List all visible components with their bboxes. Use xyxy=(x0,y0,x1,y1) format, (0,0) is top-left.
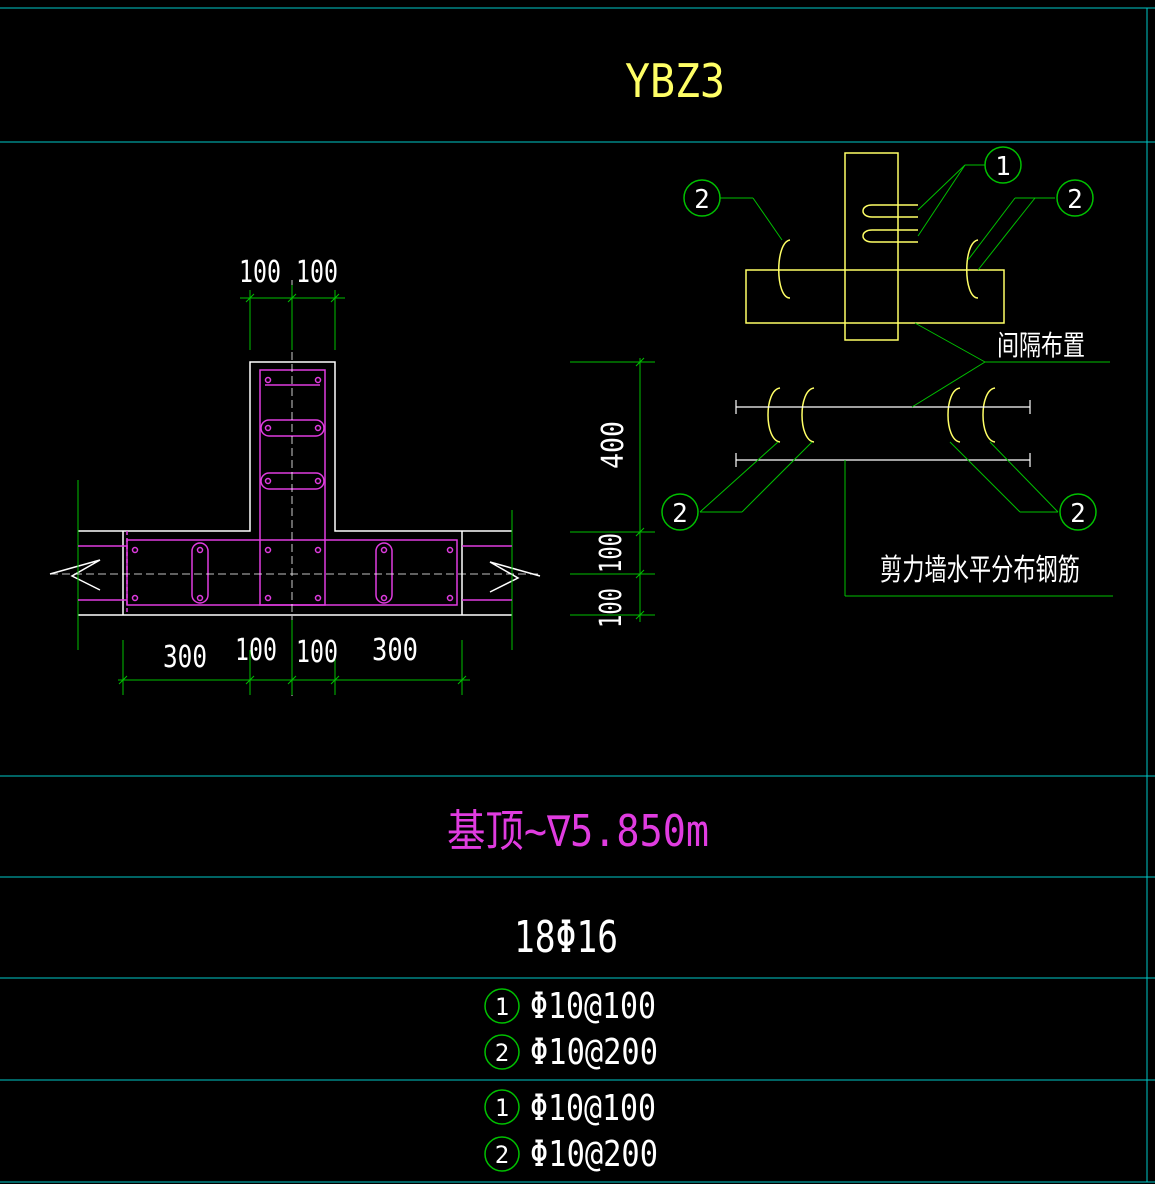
dim-bottom-1: 300 xyxy=(163,640,207,675)
dim-bottom-2: 100 xyxy=(235,633,277,668)
stirrup-2-marker: 2 xyxy=(495,1039,509,1067)
rebar-cage xyxy=(78,369,512,615)
marker-2-left-top: 2 xyxy=(694,185,710,215)
dim-top-right: 100 xyxy=(296,255,338,290)
dimension-top xyxy=(240,285,345,350)
stirrup-3-spec: Φ10@100 xyxy=(530,1088,656,1129)
dim-vertical-100b: 100 xyxy=(594,588,629,628)
stirrup-1-marker: 1 xyxy=(495,993,509,1021)
leader-lines xyxy=(699,164,1113,597)
tie-detail: 2 1 2 2 2 间隔布置 剪力墙水平分布钢筋 xyxy=(661,146,1113,597)
table-frame xyxy=(0,7,1155,1183)
elevation-label: 基顶~∇5.850m xyxy=(447,806,709,857)
marker-2-right-top: 2 xyxy=(1067,185,1083,215)
marker-1-top: 1 xyxy=(995,152,1011,182)
stirrup-1-spec: Φ10@100 xyxy=(530,986,656,1027)
dim-vertical-100a: 100 xyxy=(594,533,629,573)
stirrup-2-spec: Φ10@200 xyxy=(530,1032,658,1073)
dimension-vertical xyxy=(570,357,655,622)
t-section: 100 100 300 100 100 300 xyxy=(49,255,541,700)
dim-top-left: 100 xyxy=(239,255,281,290)
dim-bottom-3: 100 xyxy=(296,635,338,670)
longitudinal-bars: 18Φ16 xyxy=(514,912,618,963)
concrete-outline xyxy=(49,361,541,616)
stirrup-3-marker: 1 xyxy=(495,1094,509,1122)
stirrup-table-1: 1 Φ10@100 2 Φ10@200 xyxy=(484,986,658,1073)
stirrup-4-marker: 2 xyxy=(495,1141,509,1169)
marker-2-right-bottom: 2 xyxy=(1070,499,1086,529)
stirrup-table-2: 1 Φ10@100 2 Φ10@200 xyxy=(484,1088,658,1175)
spacing-note: 间隔布置 xyxy=(997,329,1085,362)
wall-bar-note: 剪力墙水平分布钢筋 xyxy=(880,553,1080,588)
marker-2-left-bottom: 2 xyxy=(672,499,688,529)
column-title: YBZ3 xyxy=(625,54,725,108)
dim-vertical-400: 400 xyxy=(596,421,631,469)
stirrup-4-spec: Φ10@200 xyxy=(530,1134,658,1175)
dimension-bottom xyxy=(118,620,470,695)
dim-bottom-4: 300 xyxy=(372,633,418,668)
